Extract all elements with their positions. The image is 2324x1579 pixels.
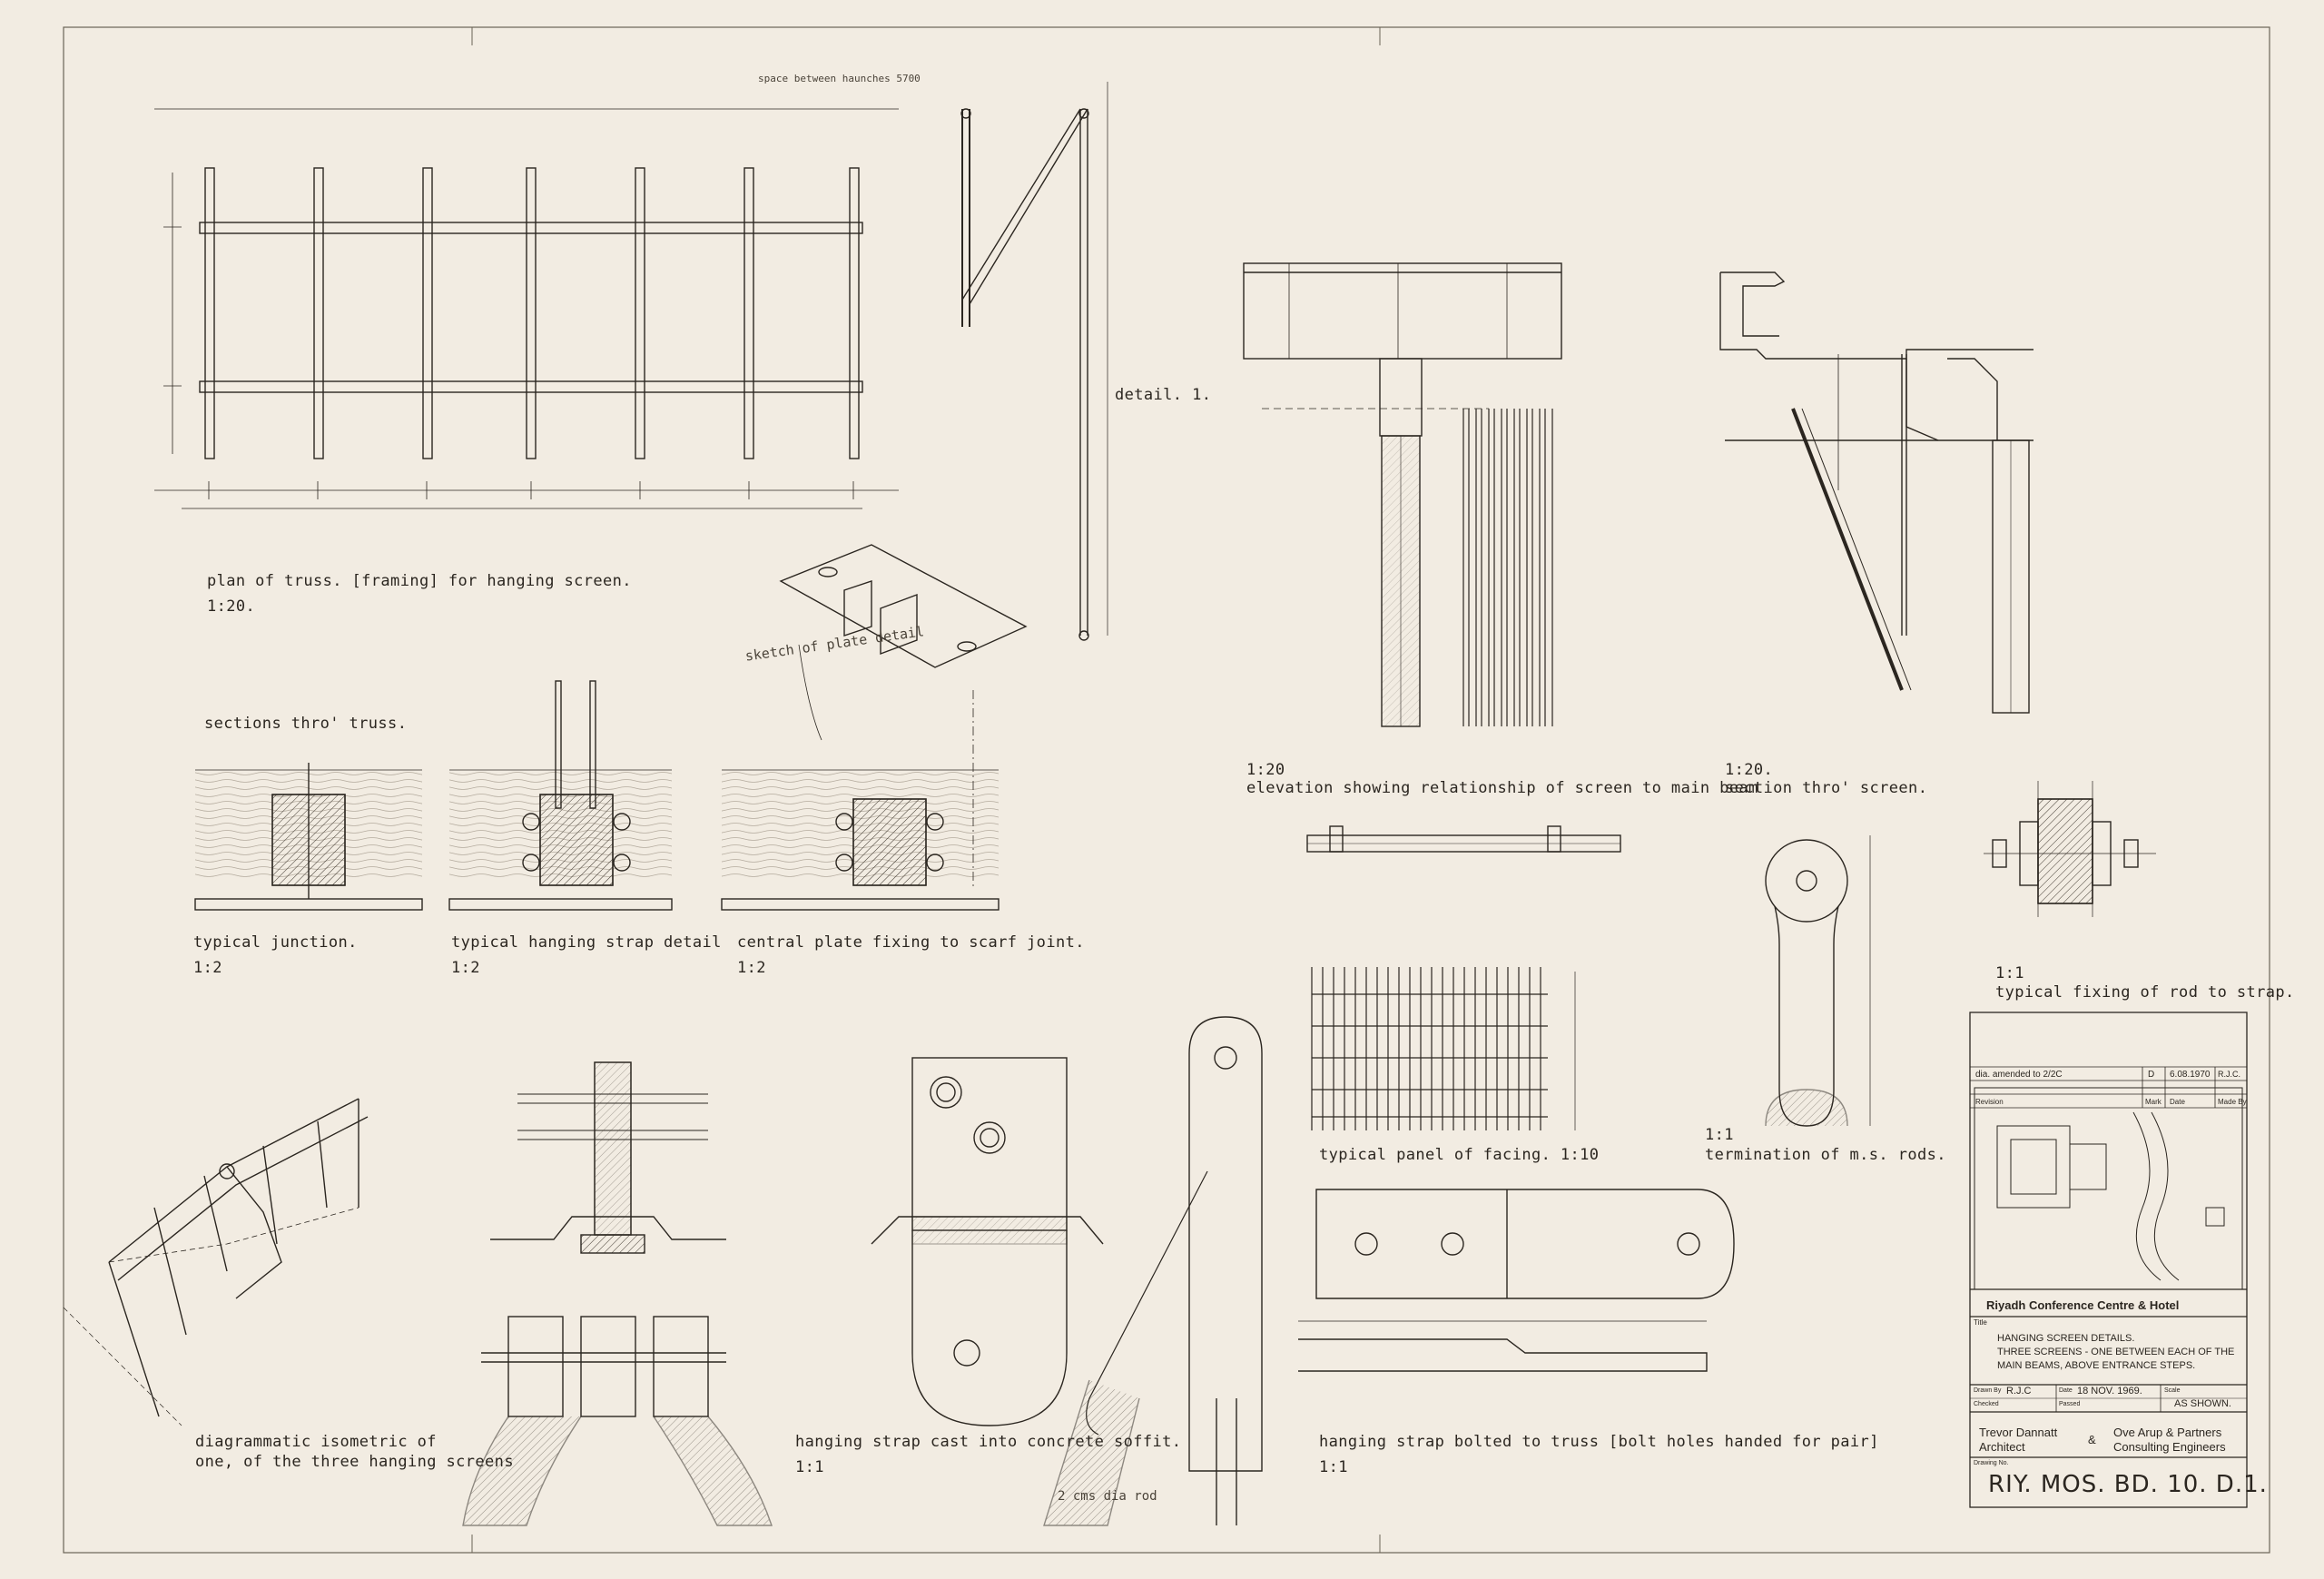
strap-detail-scale: 1:2 [451,959,480,977]
strap-bolted-title: hanging strap bolted to truss [bolt hole… [1319,1433,1879,1451]
date-value: 18 NOV. 1969. [2077,1386,2142,1396]
screen-strip-drawing [1306,825,1621,853]
flange-plate-drawing [462,1061,773,1526]
site-plan-sketch [1996,1111,2225,1281]
section-screen-scale: 1:20. [1725,761,1774,779]
space-between-note: space between haunches 5700 [758,73,921,84]
sections-thro-truss-drawings [194,680,1000,911]
isometric-title-1: diagrammatic isometric of [195,1433,437,1451]
engineer-name: Ove Arup & Partners [2113,1426,2222,1439]
revision-made-by: R.J.C. [2218,1070,2241,1079]
architect-name: Trevor Dannatt [1979,1426,2058,1439]
scale-value: AS SHOWN. [2174,1398,2231,1409]
typical-panel-drawing [1311,967,1576,1130]
plan-scale: 1:20. [207,597,256,616]
revision-text: dia. amended to 2/2C [1975,1070,2063,1080]
elevation-drawing [1243,262,1562,727]
strap-cast-title: hanging strap cast into concrete soffit. [795,1433,1182,1451]
date-label: Date [2059,1387,2073,1394]
revision-date: 6.08.1970 [2170,1070,2211,1080]
rod-note: 2 cms dia rod [1058,1489,1157,1504]
panel-title: typical panel of facing. 1:10 [1319,1146,1600,1164]
plan-title: plan of truss. [framing] for hanging scr… [207,572,632,590]
central-plate-scale: 1:2 [737,959,766,977]
drawn-by-label: Drawn By [1974,1387,2002,1394]
revision-header-2: Date [2170,1098,2185,1106]
checked-label: Checked [1974,1401,1999,1407]
section-screen-title: section thro' screen. [1725,779,1928,797]
title-block-frame [1969,1012,2248,1508]
detail1-title: detail. 1. [1115,386,1212,404]
drawing-no-label: Drawing No. [1974,1460,2009,1466]
title-line-1: HANGING SCREEN DETAILS. [1997,1333,2135,1344]
elevation-title: elevation showing relationship of screen… [1246,779,1758,797]
engineer-role: Consulting Engineers [2113,1440,2226,1454]
termination-scale: 1:1 [1705,1126,1734,1144]
detail-1-drawing [960,82,1108,641]
elevation-scale: 1:20 [1246,761,1285,779]
sections-truss-title: sections thro' truss. [204,715,408,733]
revision-header-3: Made By [2218,1098,2247,1106]
revision-header-0: Revision [1975,1098,2004,1106]
termination-title: termination of m.s. rods. [1705,1146,1946,1164]
strap-rod-drawing [1043,1016,1263,1526]
strap-bolted-scale: 1:1 [1319,1458,1348,1476]
junction-title: typical junction. [193,933,358,952]
revision-header-1: Mark [2145,1098,2162,1106]
architect-role: Architect [1979,1440,2025,1454]
amp-sign: & [2088,1433,2096,1446]
plate-sketch-drawing [779,544,1028,741]
drawing-number: RIY. MOS. BD. 10. D.1. [1988,1471,2268,1498]
title-line-2: THREE SCREENS - ONE BETWEEN EACH OF THE [1997,1347,2235,1357]
strap-cast-drawing [871,1057,1104,1426]
sheet-border [63,26,2270,1554]
project-name: Riyadh Conference Centre & Hotel [1986,1298,2180,1312]
central-plate-title: central plate fixing to scarf joint. [737,933,1085,952]
isometric-title-2: one, of the three hanging screens [195,1453,514,1471]
title-line-3: MAIN BEAMS, ABOVE ENTRANCE STEPS. [1997,1360,2196,1371]
junction-scale: 1:2 [193,959,222,977]
isometric-drawing [63,1098,369,1426]
fixing-rod-scale: 1:1 [1995,964,2024,982]
termination-drawing [1765,835,1871,1127]
elevation-screen-slats [1462,409,1553,726]
strap-cast-scale: 1:1 [795,1458,824,1476]
plan-of-truss-drawing [154,108,899,509]
fixing-rod-drawing [1984,781,2156,917]
passed-label: Passed [2059,1401,2081,1407]
fixing-rod-title: typical fixing of rod to strap. [1995,983,2295,1002]
drawn-by-value: R.J.C [2006,1386,2032,1396]
title-label: Title [1974,1318,1987,1327]
scale-label: Scale [2164,1387,2181,1394]
strap-bolted-drawing [1298,1189,1735,1372]
section-screen-drawing [1719,271,2034,714]
revision-mark: D [2148,1070,2155,1080]
strap-detail-title: typical hanging strap detail [451,933,722,952]
